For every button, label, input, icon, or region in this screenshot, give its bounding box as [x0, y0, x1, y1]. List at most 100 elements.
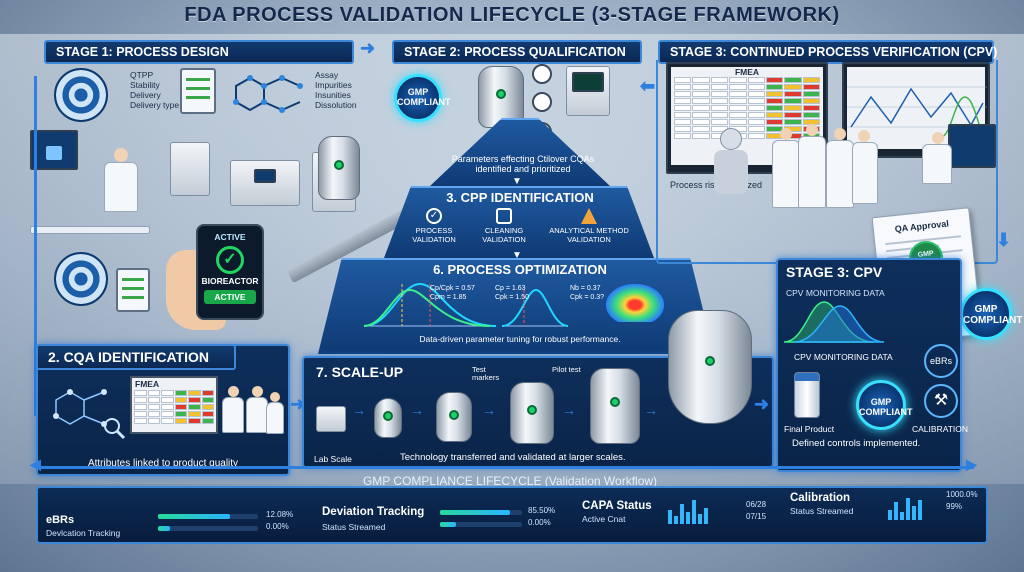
stage2-header[interactable]: STAGE 2: PROCESS QUALIFICATION [392, 40, 642, 64]
fmea-grid [671, 77, 823, 139]
cpp-item[interactable]: ✓ PROCESS VALIDATION [412, 208, 456, 244]
reactor-tank [478, 66, 524, 128]
qtpp-list: QTPP Stability Delivery Delivery type [130, 70, 179, 110]
scientist-figure [104, 162, 138, 212]
calibration-label: Calibration [790, 492, 851, 504]
fmea-cell [188, 418, 201, 424]
fmea-cell [134, 411, 147, 417]
ebrs-label: eBRs [46, 514, 75, 526]
fmea-cell [692, 77, 710, 83]
fmea-cell [765, 119, 784, 125]
fmea-cell [729, 91, 747, 97]
fmea-cell [710, 77, 729, 83]
fmea-cell [784, 112, 802, 118]
fmea-cell [729, 105, 747, 111]
arrow-right-icon: → [352, 402, 366, 418]
fmea-cell [710, 91, 729, 97]
deviation-sublabel: Status Streamed [322, 522, 386, 532]
cpv-monitoring-bottom: CPV MONITORING DATA [794, 352, 893, 362]
controls-caption: Defined controls implemented. [792, 438, 921, 449]
fmea-cell [692, 98, 710, 104]
optimization-header[interactable]: 6. PROCESS OPTIMIZATION [433, 262, 607, 277]
cqa-fmea-table[interactable]: FMEA [130, 376, 218, 434]
cpv-header[interactable]: STAGE 3: CPV [786, 264, 883, 280]
assay-item: Assay [315, 70, 339, 80]
ebrs-progress [158, 514, 258, 519]
fmea-title: FMEA [135, 379, 160, 389]
fmea-cell [747, 77, 765, 83]
calibration-wrench-icon[interactable]: ⚒ [924, 384, 958, 418]
distribution-chart [784, 301, 884, 343]
stage1-header[interactable]: STAGE 1: PROCESS DESIGN [44, 40, 354, 64]
fmea-cell [692, 84, 710, 90]
cpp-item[interactable]: ANALYTICAL METHOD VALIDATION [544, 208, 634, 244]
assay-item: Insunities [315, 90, 351, 100]
molecule-icon [233, 75, 303, 113]
fmea-cell [692, 119, 710, 125]
robot-figure [714, 150, 748, 194]
scientist-figure [246, 397, 268, 433]
calibration-value-2: 99% [946, 502, 963, 511]
ebrs-icon[interactable]: eBRs [924, 344, 958, 378]
scientist-figure [252, 386, 263, 397]
arrow-right-icon: → [644, 402, 658, 418]
fmea-cell [802, 77, 820, 83]
fmea-cell [161, 404, 174, 410]
fmea-cell [802, 98, 820, 104]
capa-sparkline [668, 500, 710, 524]
deviation-progress [440, 522, 522, 527]
fmea-cell [692, 91, 710, 97]
fmea-cell [674, 105, 692, 111]
ebrs-widget[interactable]: eBRs Devlcation Tracking 12.08% 0.00% [46, 508, 308, 542]
scientist-figure [834, 128, 846, 140]
fmea-cell [147, 397, 160, 403]
arrow-right-icon: ➜ [754, 394, 770, 414]
deviation-value-1: 85.50% [528, 506, 556, 515]
fmea-cell [188, 404, 201, 410]
ebrs-progress [158, 526, 258, 531]
bioreactor-phone[interactable]: ACTIVE ✓ BIOREACTOR ACTIVE [196, 224, 264, 320]
fmea-cell [188, 411, 201, 417]
fmea-cell [729, 84, 747, 90]
arrow-right-icon: → [410, 402, 424, 418]
cpp-header[interactable]: 3. CPP IDENTIFICATION [446, 190, 594, 205]
lock-monitor [30, 130, 78, 170]
gauge-icon [532, 92, 552, 112]
phone-active-badge[interactable]: ACTIVE [204, 290, 256, 304]
fmea-cell [710, 119, 729, 125]
capa-widget[interactable]: CAPA Status Active Cnat 06/28 07/15 [582, 496, 782, 540]
scaleup-header[interactable]: 7. SCALE-UP [316, 364, 404, 380]
scaleup-panel: 7. SCALE-UP Lab Scale Test markers Pilot… [302, 356, 774, 468]
fmea-cell [201, 397, 214, 403]
fmea-cell [802, 105, 820, 111]
fmea-cell [747, 112, 765, 118]
qtpp-item: Delivery type [130, 100, 180, 110]
fmea-cell [161, 390, 174, 396]
vial-icon [794, 372, 820, 418]
fmea-title: FMEA [734, 67, 760, 77]
qtpp-item: Delivery [130, 90, 161, 100]
lock-icon [46, 146, 62, 160]
arrow-down-icon: ⬇ [996, 230, 1012, 250]
production-tank [668, 310, 752, 424]
capa-date-1: 06/28 [746, 500, 767, 509]
pilot-test-label: Pilot test [552, 365, 581, 374]
fmea-cell [674, 112, 692, 118]
fmea-cell [674, 119, 692, 125]
distribution-chart [501, 288, 569, 327]
cleaning-icon [496, 208, 512, 224]
deviation-widget[interactable]: Deviation Tracking Status Streamed 85.50… [322, 502, 566, 542]
fmea-cell [147, 390, 160, 396]
stage1-section: STAGE 1: PROCESS DESIGN QTPP Stability D… [30, 40, 366, 340]
cqa-header[interactable]: 2. CQA IDENTIFICATION [36, 344, 236, 370]
stage2-caption: Parameters effecting Ctilover CQAs ident… [451, 154, 595, 174]
fmea-cell [161, 397, 174, 403]
scale-tank-2 [436, 392, 472, 442]
fmea-cell [729, 98, 747, 104]
cpp-item[interactable]: CLEANING VALIDATION [469, 208, 539, 244]
molecule-icon [53, 389, 126, 440]
scientist-figure [228, 386, 239, 397]
calibration-widget[interactable]: Calibration Status Streamed 1000.0% 99% [788, 490, 984, 540]
fmea-cell [201, 411, 214, 417]
fmea-cell [802, 91, 820, 97]
